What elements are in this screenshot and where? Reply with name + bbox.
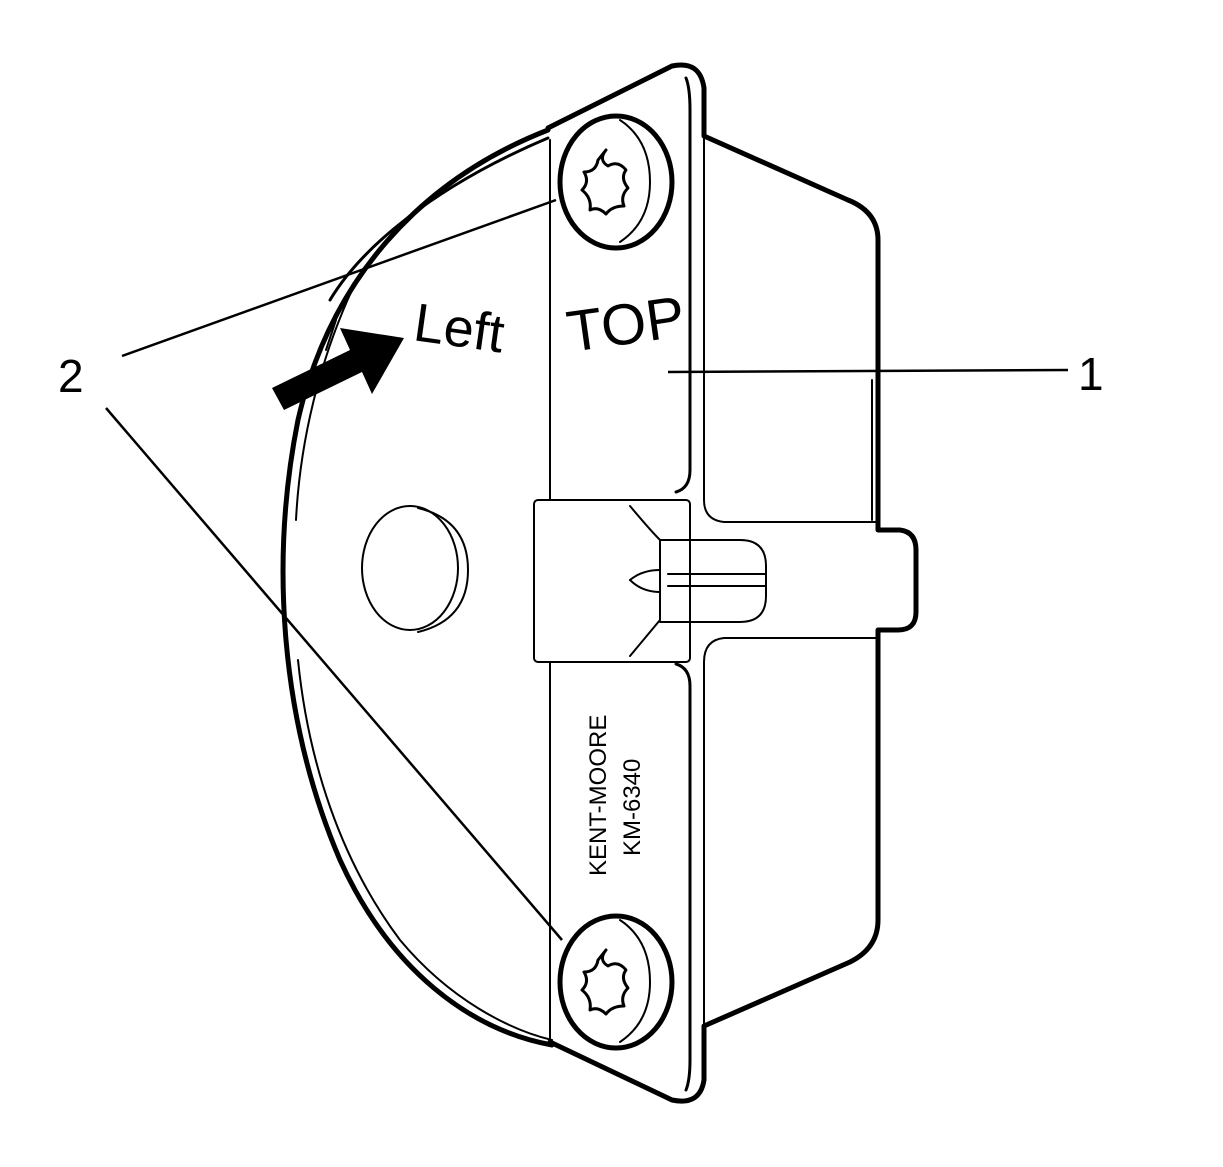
callout-2: 2 bbox=[58, 350, 84, 402]
leader-2-top bbox=[121, 198, 557, 358]
callout-1: 1 bbox=[1078, 348, 1104, 400]
part-number-label: KM-6340 bbox=[619, 759, 646, 856]
leader-lines bbox=[105, 198, 1069, 941]
left-label: Left bbox=[410, 292, 508, 364]
arrow-up-right-icon bbox=[272, 328, 404, 410]
torx-screw-icon bbox=[580, 948, 630, 1016]
brand-label: KENT-MOORE bbox=[585, 715, 612, 876]
bracket-tool-body bbox=[545, 62, 919, 1104]
clamp-block bbox=[533, 499, 767, 663]
center-hole bbox=[361, 505, 469, 633]
torx-screw-icon bbox=[580, 148, 630, 216]
leader-1 bbox=[667, 368, 1069, 374]
leader-2-bottom bbox=[105, 407, 563, 941]
torx-screw-top bbox=[557, 113, 675, 251]
top-label: TOP bbox=[563, 284, 689, 365]
torx-screw-bottom bbox=[557, 913, 675, 1051]
half-disc-plate bbox=[280, 127, 555, 1048]
